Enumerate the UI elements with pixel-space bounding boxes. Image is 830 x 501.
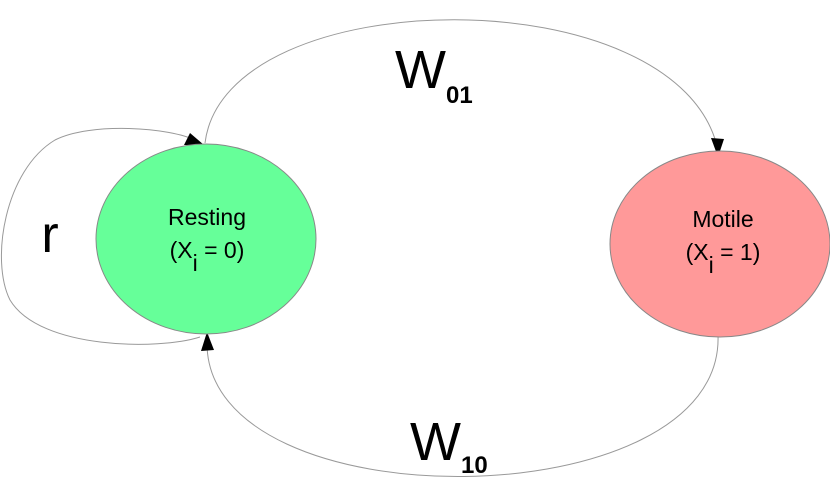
state-motile-expression: (Xi = 1) (686, 239, 761, 278)
self-loop-r-arc (0, 127, 201, 345)
state-resting-name: Resting (168, 204, 246, 230)
self-loop-r-arrowhead (184, 133, 204, 145)
transition-w10-arrowhead (201, 332, 214, 351)
transition-w10-label: W10 (410, 412, 488, 479)
self-loop-r-label: r (41, 206, 58, 264)
state-resting: Resting (Xi = 0) (95, 143, 317, 335)
transition-w10-arc (206, 334, 719, 477)
state-resting-expression: (Xi = 0) (170, 237, 245, 276)
state-motile: Motile (Xi = 1) (609, 150, 830, 338)
transition-w01-label: W01 (395, 40, 473, 109)
state-motile-circle (609, 150, 830, 338)
transition-w01-arrowhead (711, 138, 724, 157)
state-motile-name: Motile (692, 206, 753, 232)
transition-w01-arc (204, 19, 719, 151)
state-resting-circle (95, 143, 317, 335)
